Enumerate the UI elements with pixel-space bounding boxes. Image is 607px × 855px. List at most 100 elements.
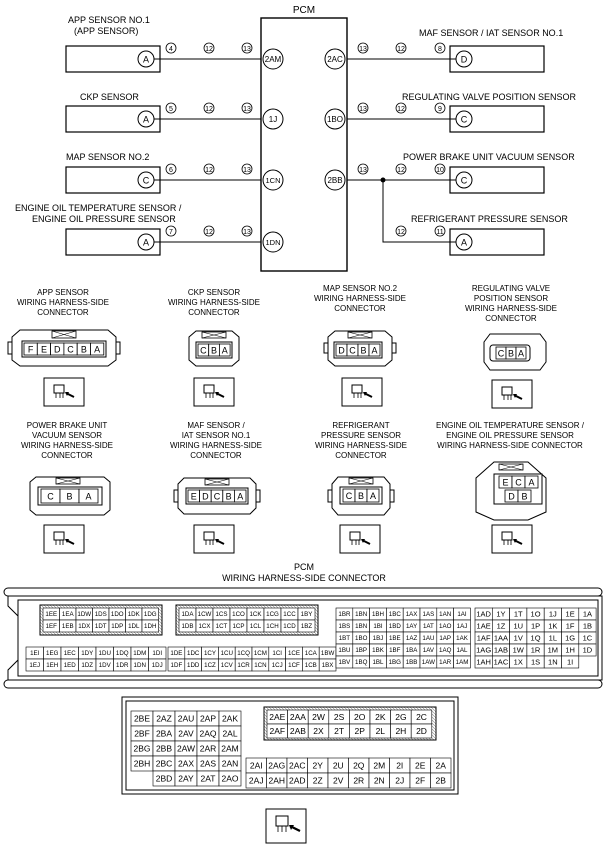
pcm-pin-label: 1AE [477, 622, 491, 631]
pcm-pin-label: 1AX [406, 611, 418, 618]
sensor-regulating-valve: REGULATING VALVE POSITION SENSOR C 1BO 1… [324, 92, 577, 133]
pcm-pin-label: 2AU [178, 714, 195, 724]
pcm-pin-label: 1BG [389, 659, 402, 666]
connector-label: ENGINE OIL TEMPERATURE SENSOR / [436, 421, 585, 430]
junction-marker: 13 [243, 106, 251, 113]
pcm-pin-label: 1K [548, 622, 557, 631]
pcm-pin-label: 1EH [46, 662, 58, 669]
sensor-label-2: ENGINE OIL PRESSURE SENSOR [32, 214, 176, 224]
pcm-pin-label: 1CA [305, 650, 318, 657]
pcm-pin-label: 1BZ [301, 623, 313, 630]
pin-label: E [191, 491, 197, 501]
pcm-pin-label: 1BA [406, 647, 419, 654]
pcm-pin-label: 1CY [204, 650, 216, 657]
pin-label: B [211, 345, 217, 355]
pin-label: F [28, 344, 34, 354]
sensor-label: MAP SENSOR NO.2 [66, 152, 149, 162]
pcm-pin-label: 1CM [254, 650, 267, 657]
pcm-pin-label: 1BW [321, 650, 335, 657]
pcm-pin-label: 1DR [116, 662, 129, 669]
pin-label: A [85, 491, 91, 501]
sensor-pin: C [461, 176, 468, 186]
pin-cell [524, 475, 539, 489]
pcm-pin-label: 1DJ [152, 662, 163, 669]
pcm-pin-label: 1DS [95, 611, 107, 618]
pcm-pin-label: 1CH [266, 623, 278, 630]
connector-regulating-valve: REGULATING VALVE POSITION SENSOR WIRING … [465, 284, 557, 409]
sensor-pin: D [461, 55, 468, 65]
pin-label: C [346, 491, 353, 501]
pin-label: C [515, 477, 522, 487]
sensor-refrigerant: REFRIGERANT PRESSURE SENSOR A 12 11 [382, 180, 568, 256]
pcm-pin-label: 2BD [156, 774, 173, 784]
harness-marker: 12 [397, 229, 405, 236]
junction-marker: 13 [359, 167, 367, 174]
connector-ckp: CKP SENSOR WIRING HARNESS-SIDE CONNECTOR… [168, 288, 260, 407]
pcm-block: PCM [260, 5, 348, 272]
pcm-pin-label: 1DC [187, 650, 200, 657]
pcm-pin-label: 1CI [272, 650, 282, 657]
pcm-pin-label: 2AO [221, 774, 238, 784]
connector-label: CONNECTOR [37, 308, 89, 317]
connector-view-icon [275, 815, 301, 832]
pcm-pin-label: 2H [395, 726, 406, 736]
pin-label: E [41, 344, 47, 354]
pcm-pin-label: 1AH [476, 658, 491, 667]
pin-label: C [498, 348, 505, 358]
pin-label: C [47, 491, 54, 501]
pcm-pin-label: 1AD [476, 610, 491, 619]
connector-label: ENGINE OIL PRESSURE SENSOR [446, 431, 574, 440]
pcm-pin-label: 1BF [389, 647, 401, 654]
connector-view-icon [501, 531, 523, 545]
pcm-pin-label: 1D [583, 646, 593, 655]
pcm-pin-label: 1W [513, 646, 525, 655]
pcm-pin-label: 1BR [338, 611, 351, 618]
pcm-pin-label: 2AD [289, 776, 306, 786]
wire-marker: 4 [169, 46, 173, 53]
connector-label: CONNECTOR [485, 314, 537, 323]
harness-marker: 12 [205, 167, 213, 174]
pcm-pin-label: 1EF [46, 623, 58, 630]
pin-cell [517, 489, 532, 503]
connector-label: CONNECTOR [41, 451, 93, 460]
pin-label: B [226, 491, 232, 501]
harness-marker: 12 [397, 167, 405, 174]
sensor-map: MAP SENSOR NO.2 C 6 12 13 1CN [65, 152, 284, 194]
wire-marker: 11 [436, 229, 443, 236]
pcm-pin-label: 1CD [283, 623, 296, 630]
pcm-pin-label: 1DE [170, 650, 182, 657]
pcm-pin-label: 1CE [288, 650, 300, 657]
pcm-pin-label: 1E [566, 610, 575, 619]
pcm-pin-cell [430, 772, 452, 789]
pcm-pin-label: 1CG [266, 611, 279, 618]
connector-power-brake: POWER BRAKE UNIT VACUUM SENSOR WIRING HA… [21, 421, 113, 554]
pcm-pin-label: 1BY [301, 611, 313, 618]
pcm-pin-cell [453, 655, 471, 669]
pcm-pin-label: 1DB [181, 623, 193, 630]
pcm-pin-label: 1CQ [237, 650, 250, 657]
pcm-pin-label: 1EE [45, 611, 57, 618]
pcm-pin-label: 1AN [439, 611, 451, 618]
pcm-pin-label: 1DF [171, 662, 183, 669]
connector-app: APP SENSOR WIRING HARNESS-SIDE CONNECTOR… [7, 288, 121, 407]
sensor-label: REFRIGERANT PRESSURE SENSOR [411, 214, 568, 224]
sensor-ckp: CKP SENSOR A 5 12 13 1J [65, 92, 284, 133]
connector-label: WIRING HARNESS-SIDE [168, 298, 260, 307]
connector-label: REFRIGERANT [332, 421, 389, 430]
pcm-pin-label: 1DW [77, 611, 91, 618]
pcm-pin-label: 1CS [215, 611, 227, 618]
pcm-title: PCM [293, 5, 315, 16]
pcm-pin-label: 2R [353, 776, 364, 786]
pcm-pin-label: 1AG [476, 646, 491, 655]
pcm-pin-label: 2BB [156, 744, 172, 754]
pcm-pin-label: 1BI [373, 623, 383, 630]
pcm-pin-label: 1BV [339, 659, 352, 666]
pcm-pin-cell [148, 658, 167, 672]
junction-marker: 13 [243, 229, 251, 236]
pcm-pin-label: 2BF [134, 729, 150, 739]
pcm-pin-label: 1BB [406, 659, 418, 666]
pcm-pin-label: 1CF [288, 662, 300, 669]
pcm-pin-label: 1BQ [355, 659, 368, 666]
connector-refrigerant: REFRIGERANT PRESSURE SENSOR WIRING HARNE… [315, 421, 407, 554]
